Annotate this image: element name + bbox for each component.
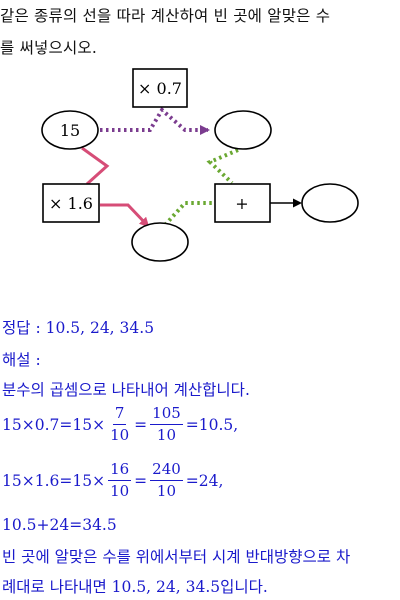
multiply-0-7-label: × 0.7 (138, 79, 182, 98)
green-dotted-line-top (206, 148, 239, 185)
multiply-1-6-box (42, 183, 100, 223)
eq2-fraction-1: 16 10 (108, 462, 132, 500)
eq2-fraction-2: 240 10 (150, 462, 183, 499)
problem-line-1: 같은 종류의 선을 따라 계산하여 빈 곳에 알맞은 수 (0, 7, 331, 25)
eq2-lhs: 15×1.6=15× (2, 471, 106, 490)
answer-oval-top[interactable] (214, 110, 272, 150)
eq2-mid: = (134, 471, 148, 490)
eq2-frac2-numerator: 240 (150, 462, 183, 481)
eq1-lhs: 15×0.7=15× (2, 415, 106, 434)
eq2-rhs: =24, (185, 471, 224, 490)
start-oval (41, 110, 99, 150)
eq1-fraction-2: 105 10 (150, 406, 183, 443)
eq1-frac1-numerator: 7 (112, 406, 127, 425)
equation-1: 15×0.7=15× 7 10 = 105 10 =10.5, (2, 406, 238, 443)
explanation-label: 해설 : (2, 351, 41, 369)
equation-2: 15×1.6=15× 16 10 = 240 10 =24, (2, 462, 223, 499)
answer-oval-bottom[interactable] (131, 222, 189, 262)
start-value: 15 (60, 121, 80, 140)
plus-label: + (235, 194, 248, 213)
eq1-rhs: =10.5, (185, 415, 239, 434)
problem-line-2: 를 써넣으시오. (0, 39, 98, 57)
answer-oval-result[interactable] (301, 183, 359, 223)
eq1-fraction-1: 7 10 (108, 406, 131, 443)
green-dotted-line-bottom (163, 201, 215, 227)
multiply-1-6-label: × 1.6 (49, 194, 93, 213)
calculation-diagram: × 0.7 15 × 1.6 + (41, 68, 359, 262)
equation-3: 10.5+24=34.5 (2, 516, 117, 534)
eq2-frac2-denominator: 10 (156, 482, 177, 500)
pink-solid-line (81, 146, 110, 186)
conclusion-line-2: 례대로 나타내면 10.5, 24, 34.5입니다. (2, 578, 268, 596)
answer-line: 정답 : 10.5, 24, 34.5 (2, 319, 155, 337)
eq2-frac1-numerator: 16 (108, 462, 132, 481)
method-text: 분수의 곱셈으로 나타내어 계산합니다. (2, 381, 250, 399)
multiply-0-7-box (132, 68, 188, 108)
eq1-frac2-denominator: 10 (156, 426, 177, 444)
eq1-frac2-numerator: 105 (150, 406, 183, 425)
eq2-frac1-denominator: 10 (110, 482, 130, 500)
eq1-frac1-denominator: 10 (110, 426, 130, 444)
pink-solid-arrow (100, 203, 150, 228)
eq1-mid: = (134, 415, 148, 434)
problem-statement: 같은 종류의 선을 따라 계산하여 빈 곳에 알맞은 수 를 써넣으시오. (0, 0, 398, 64)
plus-box (214, 183, 271, 223)
conclusion-line-1: 빈 곳에 알맞은 수를 위에서부터 시계 반대방향으로 차 (2, 548, 351, 566)
purple-dotted-line (100, 106, 210, 135)
